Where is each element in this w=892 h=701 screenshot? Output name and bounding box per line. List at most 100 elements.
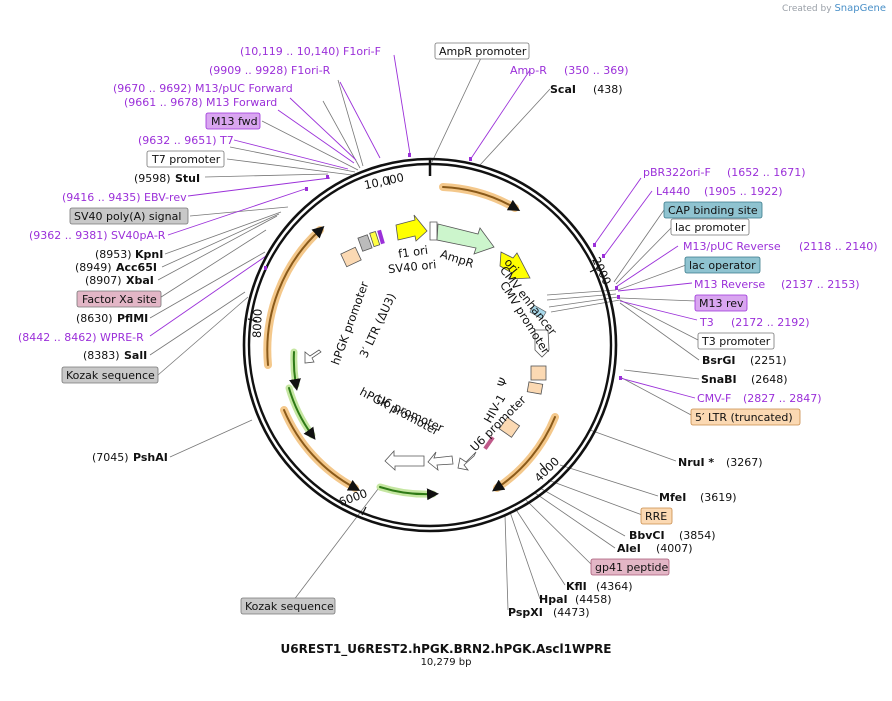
primer-amp-r-position: (350 .. 369) <box>564 64 629 77</box>
primer-ebv-rev: (9416 .. 9435) EBV-rev <box>62 191 187 204</box>
enzyme-acc65i: Acc65I <box>116 261 157 274</box>
sv40-polya-box <box>369 230 381 248</box>
primer-m13-puc-reverse-position: (2118 .. 2140) <box>799 240 878 253</box>
primer-m13-puc-forward: (9670 .. 9692) M13/pUC Forward <box>113 82 293 95</box>
kozak-box-2 <box>240 597 336 615</box>
mfei-position: (3619) <box>700 491 737 504</box>
puro-arc <box>289 351 301 391</box>
brand-created-by: Created by <box>782 4 832 14</box>
top-labels: AmpR promoter Amp-R (350 .. 369) ScaI (4… <box>434 42 629 96</box>
feature-ampr-promoter: AmpR promoter <box>439 45 527 58</box>
f1-ori-arrow <box>395 214 428 242</box>
feature-m13-fwd: M13 fwd <box>211 115 258 128</box>
ampr-arc-highlight <box>439 183 519 212</box>
feature-t3-promoter: T3 promoter <box>701 335 771 348</box>
sv40-ori-box <box>357 234 373 252</box>
psi-label: Ψ <box>494 376 510 389</box>
ampr-promoter-box <box>429 221 438 241</box>
feature-sv40-polya: SV40 poly(A) signal <box>74 210 181 223</box>
factor-xa-box <box>76 290 162 308</box>
primer-f1ori-r: (9909 .. 9928) F1ori-R <box>209 64 331 77</box>
feature-5-ltr-truncated: 5′ LTR (truncated) <box>695 411 793 424</box>
primer-f1ori-f: (10,119 .. 10,140) F1ori-F <box>240 45 381 58</box>
rre-arc <box>492 416 556 492</box>
enzyme-pflmi: PflMI <box>117 312 148 325</box>
enzyme-mfei: MfeI <box>659 491 686 504</box>
primer-t7: (9632 .. 9651) T7 <box>138 134 234 147</box>
right-labels: pBR322ori-F (1652 .. 1671) L4440 (1905 .… <box>508 166 878 619</box>
acc65i-position: (8949) <box>75 261 112 274</box>
kpni-position: (8953) <box>95 248 132 261</box>
nrui-position: (3267) <box>726 456 763 469</box>
cap-binding-box <box>663 201 763 219</box>
primer-t3-position: (2172 .. 2192) <box>731 316 810 329</box>
ltr5-box-label <box>690 408 801 426</box>
bbvci-position: (3854) <box>679 529 716 542</box>
ltr3-box <box>340 246 362 268</box>
pflmi-position: (8630) <box>76 312 113 325</box>
rre-box-label <box>640 507 673 525</box>
wpre-arc <box>283 409 361 491</box>
brn2-arc <box>379 486 439 501</box>
enzyme-kpni: KpnI <box>135 248 163 261</box>
enzyme-nrui: NruI * <box>678 456 714 469</box>
scale-ticks <box>247 175 599 516</box>
feature-lac-operator: lac operator <box>689 259 756 272</box>
enzyme-bsrgi: BsrGI <box>702 354 735 367</box>
primer-ring-marks <box>264 153 622 380</box>
leader-lines <box>149 57 701 611</box>
scai-position: (438) <box>593 83 623 96</box>
pspxi-position: (4473) <box>553 606 590 619</box>
backbone-outer-strand <box>242 157 618 533</box>
plasmid-size: 10,279 bp <box>420 657 472 668</box>
left-labels: (10,119 .. 10,140) F1ori-F (9909 .. 9928… <box>18 45 381 615</box>
hpgk-promoter-l-label: hPGK promoter <box>357 385 441 439</box>
enzyme-bbvci: BbvCI <box>629 529 665 542</box>
kfli-position: (4364) <box>596 580 633 593</box>
primer-cluster-mark <box>377 229 385 245</box>
plasmid-name: U6REST1_U6REST2.hPGK.BRN2.hPGK.Ascl1WPRE <box>280 642 612 656</box>
enzyme-stui: StuI <box>175 172 200 185</box>
primer-cmv-f: CMV-F <box>697 392 731 405</box>
xbai-position: (8907) <box>85 274 122 287</box>
lac-box <box>529 304 547 320</box>
u6-promoter-l-arrow <box>427 451 454 471</box>
primer-m13-reverse-position: (2137 .. 2153) <box>781 278 860 291</box>
hpgk-promoter-side-arrow <box>304 349 322 364</box>
f1-ori-label: f1 ori <box>397 243 429 261</box>
ltr5-box <box>530 365 547 381</box>
primer-m13-reverse: M13 Reverse <box>694 278 765 291</box>
psi-box <box>526 381 544 395</box>
m13-fwd-box <box>205 112 261 130</box>
primer-t3: T3 <box>699 316 714 329</box>
ori-arrow <box>499 251 531 280</box>
enzyme-pspxi: PspXI <box>508 606 543 619</box>
primer-m13-puc-reverse: M13/pUC Reverse <box>683 240 781 253</box>
feature-kozak-1: Kozak sequence <box>66 369 155 382</box>
feature-cap-binding: CAP binding site <box>668 204 758 217</box>
primer-pbr322ori-f: pBR322ori-F <box>643 166 711 179</box>
enzyme-scai: ScaI <box>550 83 576 96</box>
ampr-promoter-box-label <box>434 42 530 60</box>
alei-position: (4007) <box>656 542 693 555</box>
ampr-arrow <box>436 223 495 255</box>
t7-promoter-box <box>146 150 225 168</box>
primer-leader-lines <box>149 54 698 399</box>
cmv-enhancer-arrow <box>534 329 550 358</box>
pshai-position: (7045) <box>92 451 129 464</box>
feature-rre: RRE <box>645 510 667 523</box>
primer-pbr322ori-f-position: (1652 .. 1671) <box>727 166 806 179</box>
stui-position: (9598) <box>134 172 171 185</box>
feature-kozak-2: Kozak sequence <box>245 600 334 613</box>
gp41-box-label <box>590 558 670 576</box>
snapgene-logo-text: SnapGene <box>834 3 886 14</box>
enzyme-kfli: KflI <box>566 580 587 593</box>
gp41-mark <box>483 436 495 450</box>
backbone-inner-strand <box>247 162 613 528</box>
hpgk-promoter-l-arrow <box>384 449 425 471</box>
ampr-arc <box>442 186 521 211</box>
kozak-box-1 <box>61 366 159 384</box>
primer-l4440: L4440 <box>656 185 690 198</box>
enzyme-snabi: SnaBI <box>701 373 737 386</box>
